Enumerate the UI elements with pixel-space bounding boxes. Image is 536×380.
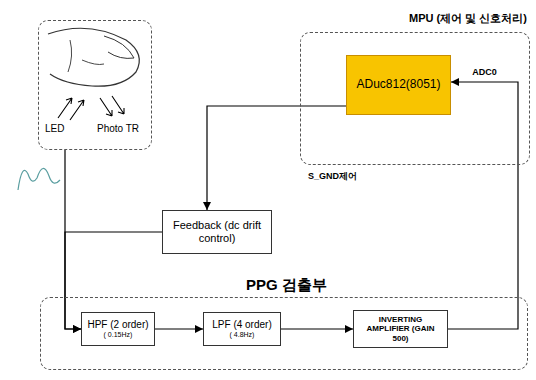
mcu-name: ADuc812(8051) xyxy=(352,78,445,92)
photo-arrow xyxy=(100,98,112,116)
port-label: ADC0 xyxy=(470,67,499,77)
control-note: S_GND제어 xyxy=(308,171,357,181)
ppg-waveform xyxy=(18,168,60,190)
region-heading: MPU (제어 및 신호처리) xyxy=(409,12,527,25)
filter-name: HPF (2 order) xyxy=(87,319,149,331)
amplifier-box: INVERTING AMPLIFIER (GAIN 500) xyxy=(353,310,448,348)
sensor-label: LED xyxy=(45,123,64,135)
finger-crease xyxy=(68,40,72,72)
region-heading: PPG 검출부 xyxy=(246,276,327,293)
filter-cutoff: ( 4.8Hz) xyxy=(209,331,275,339)
mpu-region: ADuc812(8051)MPU (제어 및 신호처리) xyxy=(300,32,530,165)
signal-connector xyxy=(155,328,203,329)
led-arrow xyxy=(70,100,84,120)
finger-nail xyxy=(104,36,134,58)
mcu-box: ADuc812(8051) xyxy=(346,55,451,115)
finger-crease xyxy=(82,60,104,65)
ppg-region: HPF (2 order)( 0.15Hz) LPF (4 order)( 4.8… xyxy=(40,297,528,370)
amplifier-name: INVERTING AMPLIFIER (GAIN 500) xyxy=(359,315,442,343)
photo-arrow xyxy=(112,96,124,114)
sensor-box: LED Photo TR xyxy=(38,20,152,150)
filter-name: LPF (4 order) xyxy=(209,319,275,331)
signal-connector xyxy=(281,328,353,329)
signal-connector xyxy=(448,82,518,329)
finger-outline xyxy=(48,28,139,86)
filter-box: HPF (2 order)( 0.15Hz) xyxy=(81,312,155,346)
sensor-label: Photo TR xyxy=(97,123,139,135)
filter-cutoff: ( 0.15Hz) xyxy=(87,331,149,339)
signal-connector xyxy=(207,106,346,210)
filter-box: LPF (4 order)( 4.8Hz) xyxy=(203,312,281,346)
signal-connector xyxy=(65,150,81,329)
light-arrows xyxy=(58,96,124,120)
feedback-box: Feedback (dc drift control) xyxy=(162,210,272,254)
feedback-name: Feedback (dc drift control) xyxy=(168,219,266,244)
led-arrow xyxy=(58,98,72,118)
